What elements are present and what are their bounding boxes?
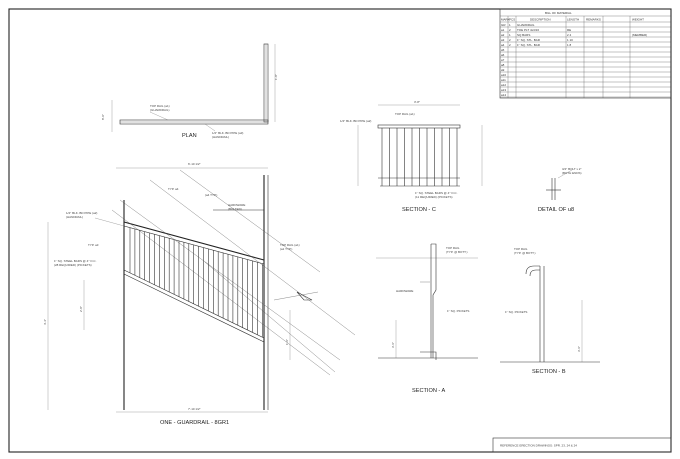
bom-cell: GR: [501, 23, 506, 27]
section-c-pickets: [381, 128, 458, 186]
section-c-title: SECTION - C: [402, 207, 436, 213]
section-c-dim-width: 3'-8": [414, 100, 420, 104]
plan-label-pipe: 1/2" BLK. BD PIPE (a3): [212, 131, 243, 135]
section-c-label-pipe: 1/4" BLK. BD PIPE (a2): [340, 119, 371, 123]
main-dim-height: 4'-4": [43, 319, 47, 325]
main-label-post: TYP. a4: [168, 187, 179, 191]
main-label-bolted: (BOLTED): [228, 207, 242, 211]
detail-label-bolt: 3/4" BOLT x 2": [562, 167, 582, 171]
bom-cell: 1" SQ. STL. BAR: [517, 43, 541, 47]
main-label-pipe: 1/4" BLK. BD PIPE (a2): [66, 211, 97, 215]
main-label-end: TYP. a3: [88, 243, 99, 247]
bom-cell: (MEMBER): [632, 33, 647, 37]
main-dim-sub2: 1'-6": [285, 339, 289, 345]
sheet-border: [8, 8, 672, 453]
bom-row-mark: a8: [501, 63, 505, 67]
bill-of-material-table: BILL OF MATERIAL MARK PCS DESCRIPTION LE…: [499, 8, 672, 99]
bom-header-length: LENGTH: [567, 18, 579, 22]
bom-cell: GUARDRAIL: [517, 23, 535, 27]
bom-cell: 1 8: [567, 43, 572, 47]
section-c-view: 3'-8" 1/4" BLK. BD PIPE (a2) TOP RAIL (a…: [340, 100, 483, 213]
section-a-label-hardware: HARDWARE: [396, 289, 413, 293]
main-label-rail: TOP RAIL (a1): [280, 243, 300, 247]
bom-row-mark: a14: [501, 93, 506, 97]
bom-cell: 1: [509, 33, 511, 37]
section-c-label-bars: 1" SQ. STEEL BARS @ 4" O.C.: [415, 191, 458, 195]
main-label-bars: 1" SQ. STEEL BARS @ 4" O.C.: [54, 259, 97, 263]
section-a-label-bottom: (TYP. @ BOTT.): [446, 250, 468, 254]
main-dim-sub1: 2'-8": [79, 306, 83, 312]
section-b-dim-height: 3'-6": [577, 346, 581, 352]
bom-cell: 1" SQ. STL. BAR: [517, 38, 541, 42]
plan-label-handrail: (HANDRAIL): [212, 135, 229, 139]
reference-text: REFERENCE ERECTION DRAWINGS: SPR. 23, 24…: [500, 444, 577, 448]
main-label-handrail: (HANDRAIL): [66, 215, 83, 219]
main-guardrail-elevation: 6'-10 1/2" 7'-10 1/2" 4'-4" 2'-8" 1'-6" …: [43, 162, 356, 426]
bom-row-mark: a5: [501, 48, 505, 52]
main-label-hardware: HARDWARE: [228, 203, 245, 207]
bom-cell: a2: [501, 33, 505, 37]
bom-cell: a3: [501, 38, 505, 42]
main-label-rail-sub: (a1 TYP.): [280, 247, 292, 251]
bom-cell: 1: [509, 23, 511, 27]
bom-header-mark: MARK: [501, 18, 510, 22]
section-c-label-pickets: (11 REQUIRED) (PICKETS): [415, 195, 452, 199]
detail-view: 3/4" BOLT x 2" (BOTH ENDS) DETAIL OF u8: [538, 167, 582, 213]
bom-cell: SQ BARS: [517, 33, 530, 37]
section-b-label-rail: TOP RAIL: [514, 247, 528, 251]
main-dim-total: 7'-10 1/2": [188, 407, 201, 411]
section-a-label-pickets: 1" SQ. PICKETS: [447, 309, 469, 313]
main-dim-top: 6'-10 1/2": [188, 162, 201, 166]
bom-cell: RE: [567, 28, 571, 32]
bom-cell: 2: [509, 28, 511, 32]
detail-label-ends: (BOTH ENDS): [562, 171, 582, 175]
section-a-view: 3'-6" TOP RAIL (TYP. @ BOTT.) HARDWARE 1…: [376, 243, 478, 394]
section-a-dim-height: 3'-6": [391, 342, 395, 348]
bom-cell: 2: [509, 38, 511, 42]
bom-row-mark: a13: [501, 88, 506, 92]
section-a-label-rail: TOP RAIL: [446, 246, 460, 250]
section-c-label-rail: TOP RAIL (a1): [395, 112, 415, 116]
main-label-pickets: (28 REQUIRED) (PICKETS): [54, 263, 92, 267]
bom-title: BILL OF MATERIAL: [545, 11, 572, 15]
bom-row-mark: a7: [501, 58, 505, 62]
plan-label-rail: TOP RAIL (a1): [150, 104, 170, 108]
reference-box: REFERENCE ERECTION DRAWINGS: SPR. 23, 24…: [492, 437, 672, 453]
bom-cell: TOE PLT 4x3/16: [517, 28, 539, 32]
bom-cell: a4: [501, 43, 505, 47]
bom-cell: 1 10: [567, 38, 573, 42]
bom-cell: a1: [501, 28, 505, 32]
main-title: ONE - GUARDRAIL - 8GR1: [160, 420, 229, 426]
plan-view: 1'-8" 8'-0" TOP RAIL (a1) (GUARDRAIL) 1/…: [101, 43, 278, 139]
section-b-label-pickets: 1" SQ. PICKETS: [505, 310, 527, 314]
plan-dim-end: 8'-0": [101, 114, 105, 120]
bom-cell: 2 4: [567, 33, 572, 37]
section-b-title: SECTION - B: [532, 369, 566, 375]
section-a-title: SECTION - A: [412, 388, 446, 394]
bom-header-weight: WEIGHT: [632, 18, 644, 22]
bom-header-pcs: PCS: [509, 18, 515, 22]
main-pickets: [129, 227, 263, 338]
section-b-label-bottom: (TYP. @ BOTT.): [514, 251, 536, 255]
bom-row-mark: a11: [501, 78, 506, 82]
main-label-post-sub: (a4 TYP.): [205, 193, 217, 197]
bom-cell: 2: [509, 43, 511, 47]
bom-row-mark: a9: [501, 68, 505, 72]
bom-row-mark: a6: [501, 53, 505, 57]
bom-row-mark: a10: [501, 73, 506, 77]
section-b-view: 3'-6" TOP RAIL (TYP. @ BOTT.) 1" SQ. PIC…: [500, 247, 600, 375]
bom-header-description: DESCRIPTION: [530, 18, 551, 22]
plan-label-guardrail: (GUARDRAIL): [150, 108, 170, 112]
bom-header-remarks: REMARKS: [586, 18, 601, 22]
bom-row-mark: a12: [501, 83, 506, 87]
plan-dim-side: 1'-8": [274, 74, 278, 80]
plan-title: PLAN: [182, 133, 197, 139]
detail-title: DETAIL OF u8: [538, 207, 574, 213]
